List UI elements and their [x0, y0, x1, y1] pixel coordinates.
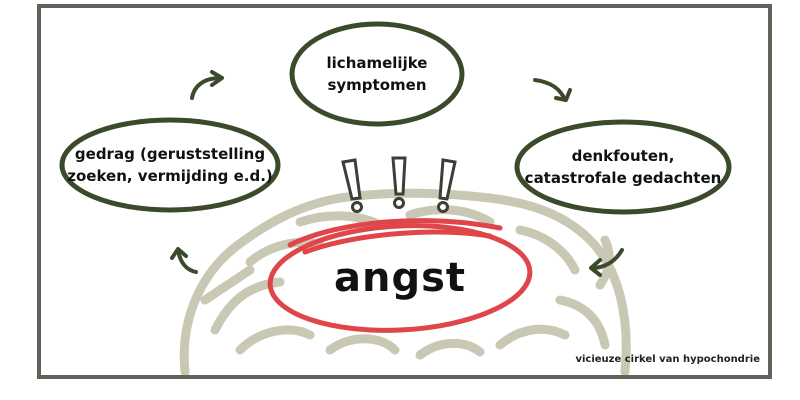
node-top-line1: lichamelijke [326, 53, 428, 72]
node-thinking-errors: denkfouten, catastrofale gedachten [515, 120, 731, 215]
node-ellipse-left [59, 117, 281, 213]
node-behavior: gedrag (geruststelling zoeken, vermijdin… [60, 118, 280, 213]
highlight-circle [267, 218, 533, 333]
node-right-line2: catastrofale gedachten [524, 168, 722, 187]
curved-arrow-icon [170, 70, 624, 277]
node-ellipse-top [289, 21, 465, 127]
node-ellipse-right [514, 119, 732, 215]
node-left-line2: zoeken, vermijding e.d.) [67, 166, 273, 185]
diagram-frame [37, 4, 772, 379]
diagram-caption: vicieuze cirkel van hypochondrie [575, 354, 760, 365]
exclamation-icon [341, 156, 457, 213]
node-left-line1: gedrag (geruststelling [74, 144, 266, 163]
node-physical-symptoms: lichamelijke symptomen [292, 22, 462, 127]
center-label-angst: angst [333, 255, 467, 301]
node-right-line1: denkfouten, [571, 146, 675, 165]
node-top-line2: symptomen [327, 75, 427, 94]
